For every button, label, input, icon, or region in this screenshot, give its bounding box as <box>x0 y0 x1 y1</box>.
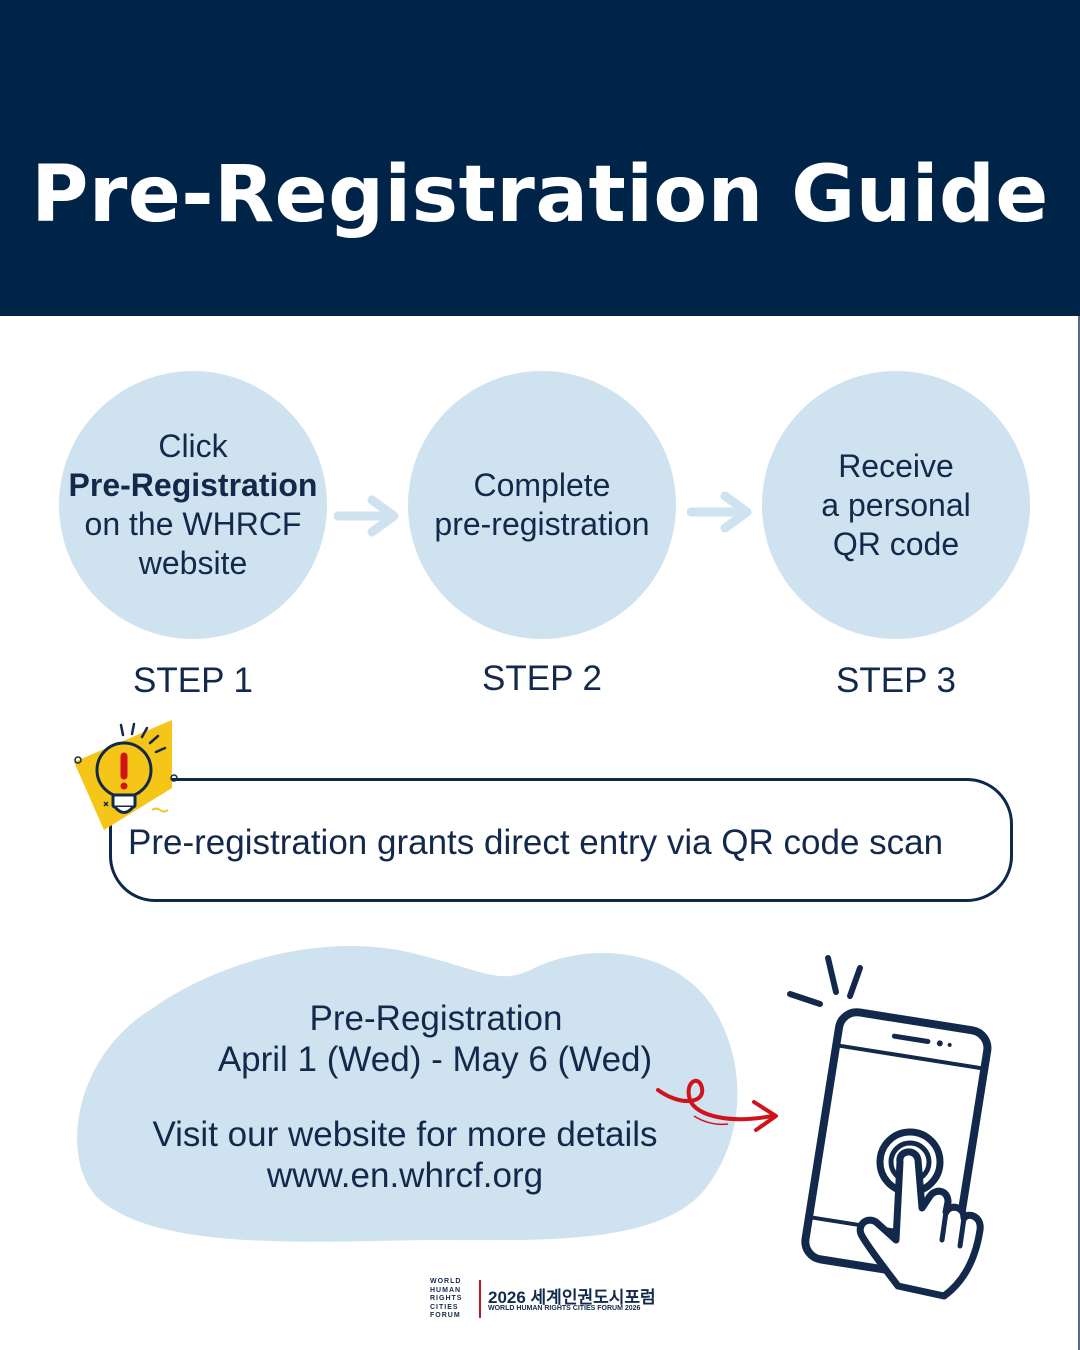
step-1-circle: Click Pre-Registration on the WHRCF webs… <box>59 371 327 639</box>
logo-divider <box>479 1280 481 1318</box>
step-3-label: STEP 3 <box>836 661 956 700</box>
website-url[interactable]: www.en.whrcf.org <box>266 1156 544 1195</box>
info-visit-text: Visit our website for more details <box>152 1115 658 1154</box>
page-title: Pre-Registration Guide <box>31 150 1049 240</box>
step-1-text-line1: Click <box>158 428 228 464</box>
step-2-text-line1: Complete <box>473 467 611 503</box>
step-3-circle: Receive a personal QR code <box>762 371 1030 639</box>
step-1-text-line4: website <box>138 545 248 581</box>
step-3-text-line1: Receive <box>838 447 954 484</box>
step-3-text-line3: QR code <box>832 525 960 562</box>
swirl-arrow-icon <box>656 1078 778 1132</box>
step-1-text-line3: on the WHRCF <box>84 506 302 542</box>
info-dates: April 1 (Wed) - May 6 (Wed) <box>217 1040 653 1079</box>
step-1-text-line2: Pre-Registration <box>68 467 318 503</box>
step-2-circle: Complete pre-registration <box>408 371 676 639</box>
notice-text: Pre-registration grants direct entry via… <box>128 823 944 862</box>
arrow-right-icon <box>687 491 752 533</box>
notice-box <box>109 778 1013 902</box>
arrow-right-icon <box>334 495 399 537</box>
forum-logo-subtitle: WORLD HUMAN RIGHTS CITIES FORUM 2026 <box>488 1305 641 1312</box>
forum-logo-title: 2026 세계인권도시포럼 <box>488 1288 656 1307</box>
step-2-label: STEP 2 <box>482 659 602 698</box>
step-2-text-line2: pre-registration <box>434 506 650 542</box>
forum-logo-mark: WORLD HUMAN RIGHTS CITIES FORUM <box>430 1278 463 1319</box>
right-border <box>1078 316 1080 1350</box>
lightbulb-icon <box>74 720 178 830</box>
header-banner: Pre-Registration Guide <box>0 0 1080 316</box>
step-1-label: STEP 1 <box>133 661 253 700</box>
info-heading: Pre-Registration <box>309 999 563 1038</box>
step-3-text-line2: a personal <box>821 486 971 523</box>
smartphone-tap-icon <box>787 955 992 1300</box>
